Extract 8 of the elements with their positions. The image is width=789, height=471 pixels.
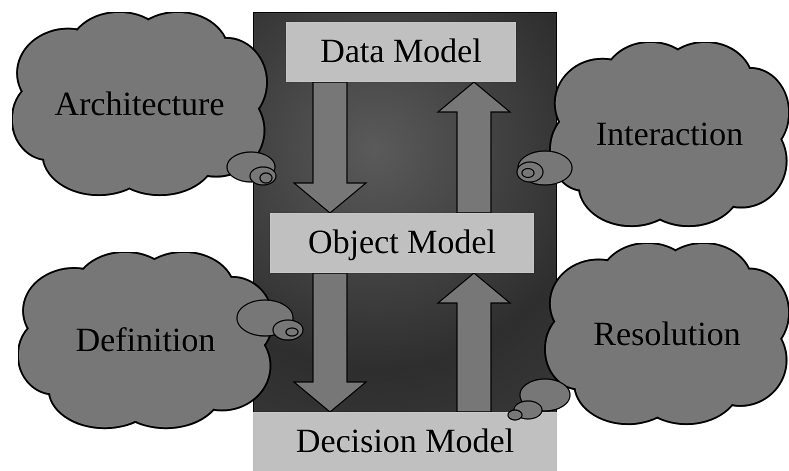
model-box: Object Model (270, 213, 534, 273)
cloud-label: Definition (76, 324, 216, 358)
block-arrow (436, 81, 512, 214)
block-arrow (292, 81, 368, 214)
model-box: Decision Model (253, 412, 557, 471)
block-arrow (436, 272, 512, 413)
model-box: Data Model (286, 22, 516, 82)
block-arrow (292, 272, 368, 413)
